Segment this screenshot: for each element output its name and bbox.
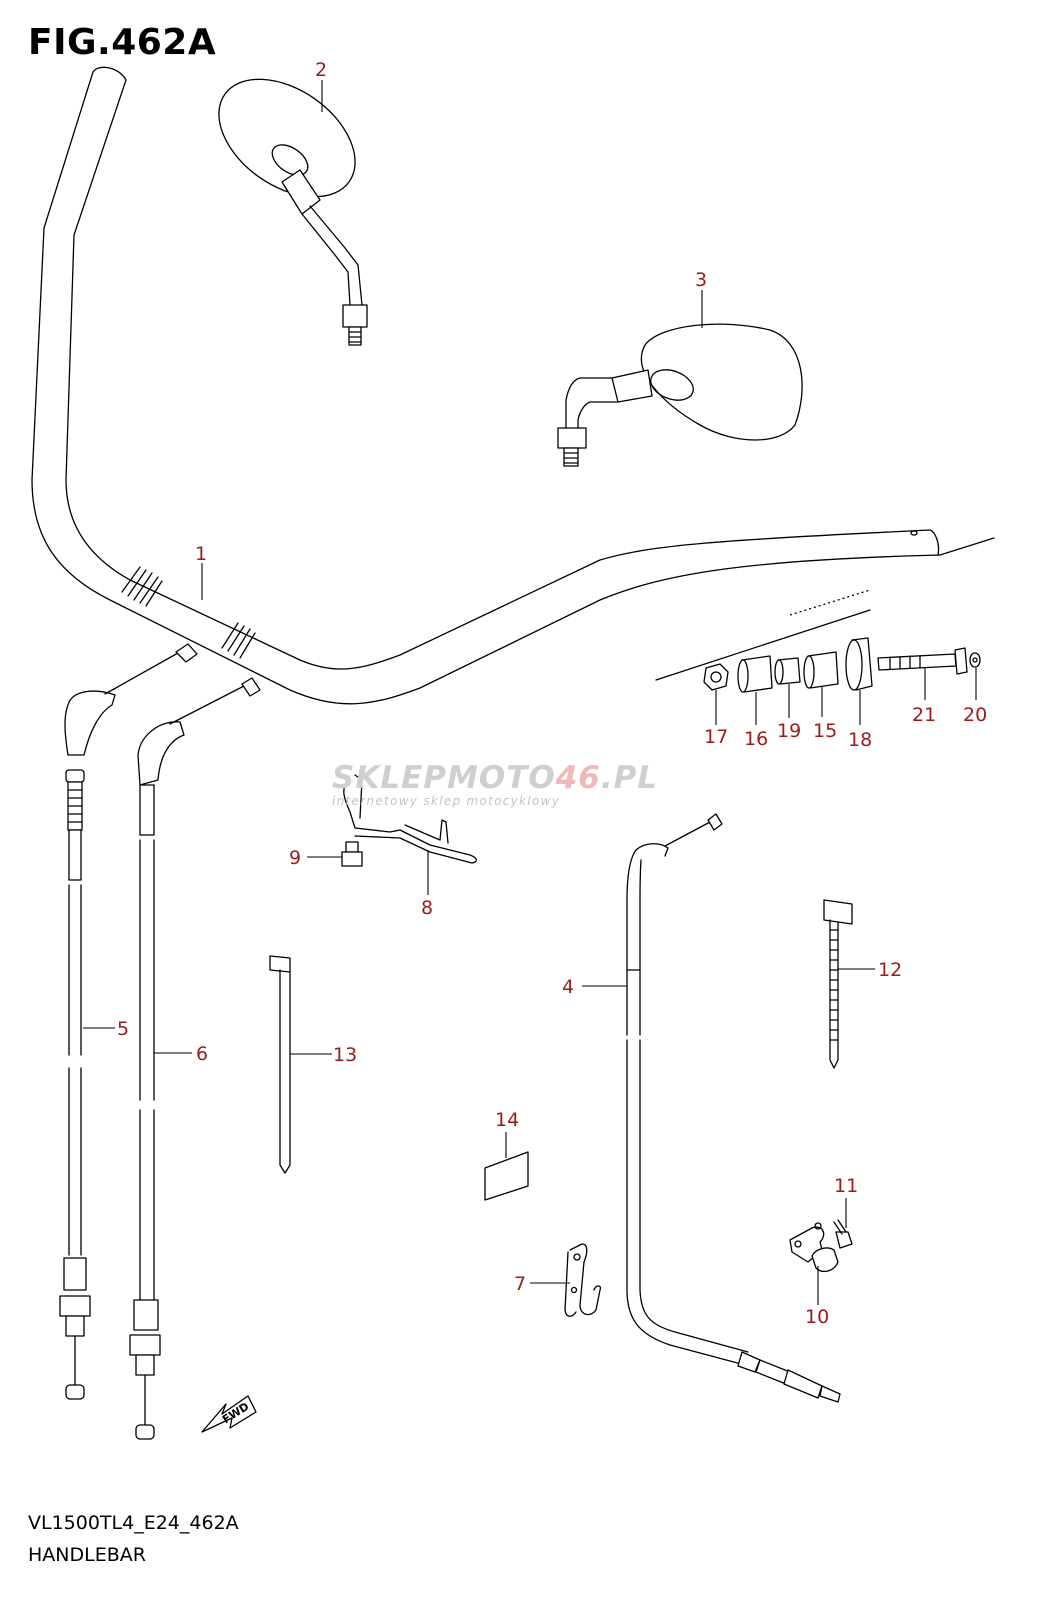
callout-11: 11: [834, 1175, 858, 1197]
callout-6: 6: [196, 1043, 208, 1065]
cable-tie-13-part[interactable]: [269, 955, 291, 1174]
screw-11-part[interactable]: [833, 1219, 853, 1249]
callout-5: 5: [117, 1018, 129, 1040]
callout-18: 18: [848, 729, 872, 751]
holder-10-part[interactable]: [789, 1222, 839, 1273]
callout-15: 15: [813, 720, 837, 742]
leader-lines: [83, 80, 977, 1305]
callout-4: 4: [562, 976, 574, 998]
figure-code: VL1500TL4_E24_462A: [28, 1512, 239, 1534]
callout-17: 17: [704, 726, 728, 748]
bracket-8-part[interactable]: [343, 774, 477, 864]
washer-18-part[interactable]: [845, 637, 873, 691]
bushing-16-part[interactable]: [737, 655, 773, 693]
watermark-logo: SKLEPMOTO46.PL: [332, 760, 658, 796]
bushing-19-part[interactable]: [774, 657, 801, 685]
mirror-left-part[interactable]: [197, 55, 377, 346]
throttle-cable-5-part[interactable]: [59, 643, 198, 1400]
washer-20-part[interactable]: [969, 652, 981, 668]
callout-12: 12: [878, 959, 902, 981]
fwd-arrow-icon: FWD: [201, 1395, 257, 1433]
callout-10: 10: [805, 1306, 829, 1328]
figure-title: FIG.462A: [28, 22, 217, 63]
callout-13: 13: [333, 1044, 357, 1066]
watermark-tagline: internetowy sklep motocyklowy: [332, 794, 561, 808]
callout-7: 7: [514, 1273, 526, 1295]
cable-tie-12-part[interactable]: [823, 899, 853, 1069]
mirror-right-part[interactable]: [557, 323, 803, 467]
watermark-brand-highlight: 46: [555, 760, 601, 796]
nut-17-part[interactable]: [703, 663, 729, 691]
callout-14: 14: [495, 1109, 519, 1131]
bushing-15-part[interactable]: [803, 651, 839, 689]
callout-16: 16: [744, 728, 768, 750]
callout-8: 8: [421, 897, 433, 919]
watermark-brand-part1: SKLEPMOTO: [332, 760, 556, 796]
callout-21: 21: [912, 704, 936, 726]
figure-name: HANDLEBAR: [28, 1544, 146, 1566]
callout-2: 2: [315, 59, 327, 81]
label-14-part[interactable]: [484, 1151, 529, 1201]
handlebar-part[interactable]: [31, 66, 995, 705]
callout-9: 9: [289, 847, 301, 869]
watermark-brand-part2: .PL: [600, 760, 659, 796]
callout-20: 20: [963, 704, 987, 726]
bolt-9-part[interactable]: [341, 841, 363, 867]
callout-3: 3: [695, 269, 707, 291]
callouts: 1 2 3 4 5 6 7 8 9 10 11 12 13 14 15 16 1…: [117, 59, 987, 1328]
bolt-21-part[interactable]: [877, 647, 968, 675]
callout-19: 19: [777, 720, 801, 742]
callout-1: 1: [195, 543, 207, 565]
throttle-cable-6-part[interactable]: [129, 677, 261, 1440]
clutch-cable-4-part[interactable]: [626, 813, 841, 1403]
clamp-7-part[interactable]: [564, 1243, 602, 1317]
